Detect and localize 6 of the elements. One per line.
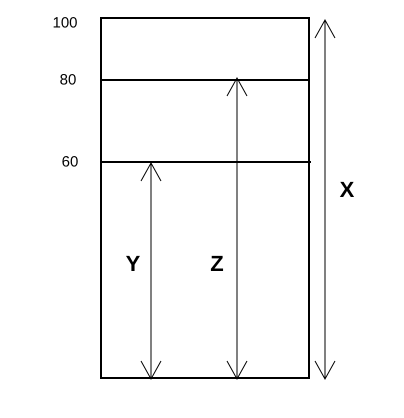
level-value: 80 xyxy=(60,72,76,88)
level-value: 60 xyxy=(62,154,78,170)
dimension-label: Z xyxy=(210,253,224,275)
level-value: 100 xyxy=(52,16,78,30)
dimension-label: Y xyxy=(126,253,140,275)
dimension-label: X xyxy=(340,179,354,201)
